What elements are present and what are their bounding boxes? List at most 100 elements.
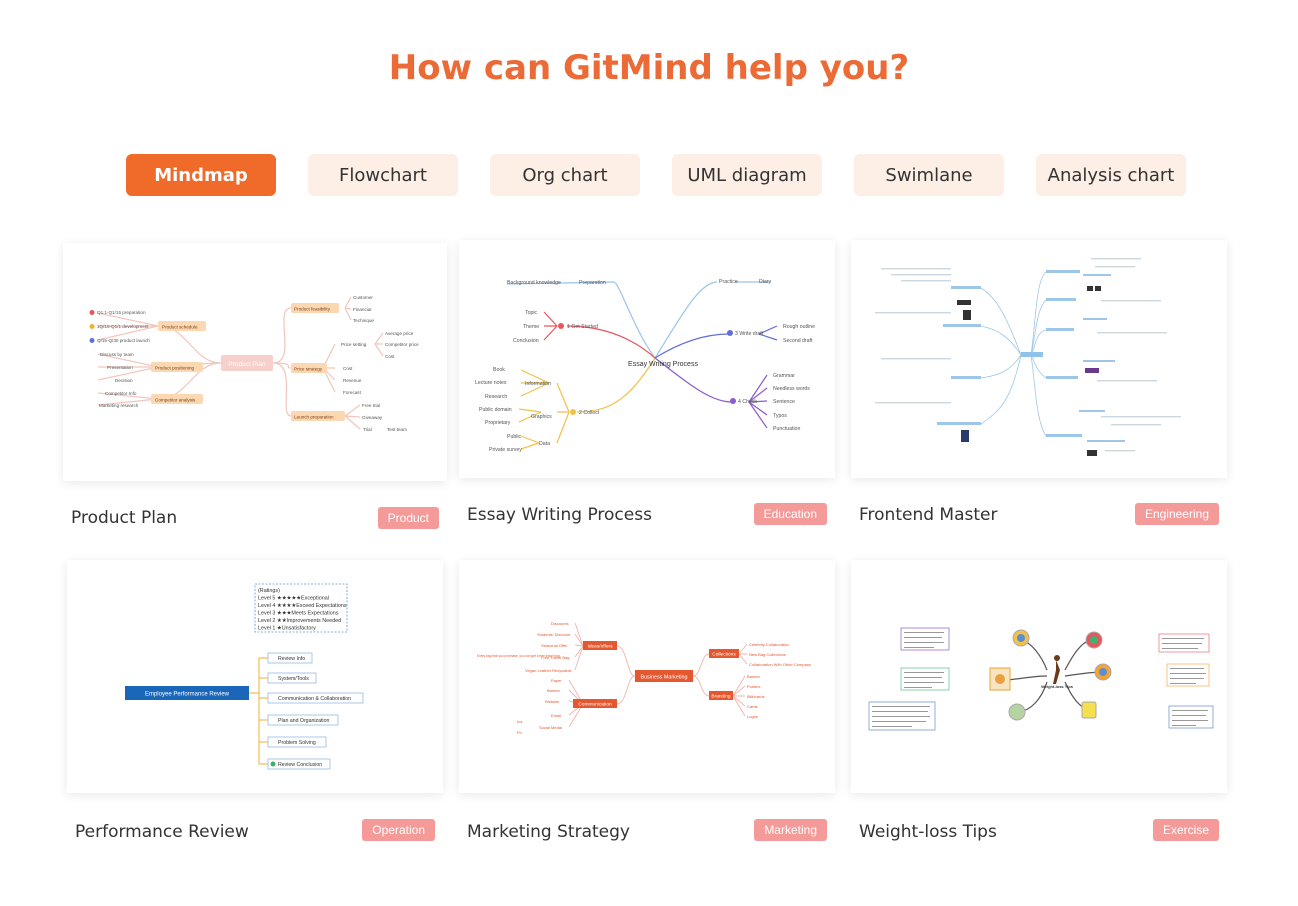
preview-leaf: Logos	[747, 714, 758, 719]
template-thumbnail[interactable]	[851, 240, 1227, 478]
preview-rating: Level 1 ★Unsatisfactory	[258, 626, 316, 632]
preview-leaf: Background knowledge	[507, 280, 561, 286]
preview-branch: Preparation	[579, 280, 606, 286]
preview-leaf: Financial	[353, 307, 371, 312]
template-thumbnail[interactable]: Business Marketing Ideas/offers Communic…	[459, 560, 835, 793]
preview-leaf: Public	[507, 434, 522, 440]
template-thumbnail[interactable]: (Ratings) Level 5 ★★★★★Exceptional Level…	[67, 560, 443, 793]
category-badge: Engineering	[1134, 503, 1219, 525]
preview-leaf: Punctuation	[773, 426, 801, 432]
preview-leaf: New Bag Collections	[749, 652, 786, 657]
preview-branch: 1 Get Started	[567, 324, 598, 330]
preview-center-node: Product Plan	[228, 361, 266, 368]
preview-leaf: Lecture notes	[475, 380, 507, 386]
product-plan-mindmap-preview: Product Plan Product schedule Product po…	[89, 295, 419, 432]
preview-leaf: Graphics	[531, 414, 552, 420]
preview-leaf: Competitor Info	[105, 391, 137, 396]
preview-leaf: Private survey	[489, 447, 522, 453]
tab-swimlane[interactable]: Swimlane	[854, 154, 1004, 196]
preview-branch: Ideas/offers	[588, 644, 614, 650]
preview-leaf: Discuss by team	[100, 352, 134, 357]
preview-leaf: Test team	[387, 427, 407, 432]
preview-leaf: Free Travel Bag	[541, 655, 569, 660]
preview-branch: Launch preparation	[294, 415, 334, 420]
preview-leaf: Q1.1-Q1/15 preparation	[97, 310, 146, 315]
preview-item: System/Tools	[278, 676, 309, 682]
preview-leaf: Research	[485, 394, 507, 400]
category-badge: Product	[377, 507, 439, 529]
preview-leaf: Average price	[385, 331, 414, 336]
preview-leaf: Seasonal Offer	[541, 643, 568, 648]
category-badge: Marketing	[754, 819, 827, 841]
template-name: Weight-loss Tips	[859, 822, 997, 842]
preview-branch: 2 Collect	[579, 410, 600, 416]
preview-item: Problem Solving	[278, 740, 316, 746]
preview-root-node: Employee Performance Review	[145, 692, 230, 698]
template-name: Essay Writing Process	[467, 505, 652, 525]
preview-leaf: Presentation	[107, 365, 133, 370]
preview-rating: Level 3 ★★★Meets Expectations	[258, 611, 339, 617]
preview-leaf: Sentence	[773, 399, 795, 405]
tab-org-chart[interactable]: Org chart	[490, 154, 640, 196]
preview-leaf: Proprietary	[485, 420, 511, 426]
preview-branch: Communication	[578, 702, 612, 708]
preview-rating: Level 4 ★★★★Exceed Expectations	[258, 603, 347, 609]
preview-leaf: Billboards	[747, 694, 765, 699]
preview-branch: Collections	[712, 652, 736, 658]
essay-mindmap-preview: Essay Writing Process Preparation Backgr…	[475, 279, 815, 453]
preview-leaf: Giveaway	[362, 415, 383, 420]
preview-center-node: Weight-loss Tips	[1041, 684, 1074, 689]
preview-branch: Branding	[711, 694, 731, 700]
preview-branch: 4 Check	[738, 399, 757, 405]
preview-leaf: Cost	[343, 366, 353, 371]
preview-leaf: Trial	[363, 427, 372, 432]
preview-leaf: Fb	[517, 730, 522, 735]
preview-leaf: Celebrity Collaboration	[749, 642, 789, 647]
preview-leaf: Competitor price	[385, 342, 419, 347]
template-thumbnail[interactable]: Product Plan Product schedule Product po…	[63, 243, 447, 481]
preview-leaf: Posters	[747, 684, 761, 689]
preview-leaf: Vegan Leather Recyclable	[525, 668, 572, 673]
preview-leaf: Free trial	[362, 403, 380, 408]
template-name: Product Plan	[71, 508, 178, 528]
performance-review-preview: (Ratings) Level 5 ★★★★★Exceptional Level…	[125, 583, 364, 770]
preview-leaf: Book	[493, 367, 505, 373]
preview-leaf: Email	[551, 713, 561, 718]
preview-leaf: Collaboration With Other Company	[749, 662, 811, 667]
preview-leaf: Website	[545, 699, 560, 704]
frontend-mindmap-preview	[875, 258, 1181, 456]
preview-leaf: Every bag that you purchase, you can get…	[477, 654, 560, 658]
preview-center-node: Essay Writing Process	[628, 361, 698, 368]
preview-leaf: Students' Discount	[537, 632, 571, 637]
template-name: Frontend Master	[859, 505, 998, 525]
category-badge: Exercise	[1152, 819, 1219, 841]
preview-leaf: 1Q/15-Q1/1 development	[97, 324, 149, 329]
category-badge: Education	[753, 503, 827, 525]
preview-leaf: Theme	[523, 324, 539, 330]
preview-leaf: Rough outline	[783, 324, 815, 330]
preview-branch: Price strategy	[294, 367, 323, 372]
preview-leaf: Topic	[525, 310, 538, 316]
marketing-mindmap-preview: Business Marketing Ideas/offers Communic…	[477, 621, 811, 735]
template-thumbnail[interactable]: Essay Writing Process Preparation Backgr…	[459, 240, 835, 478]
preview-item: Plan and Organization	[278, 718, 329, 724]
template-name: Marketing Strategy	[467, 822, 630, 842]
template-name: Performance Review	[75, 822, 249, 842]
preview-leaf: Information	[525, 381, 551, 387]
page-title: How can GitMind help you?	[388, 48, 910, 88]
preview-leaf: Price setting	[341, 342, 367, 347]
preview-leaf: Technique	[353, 318, 374, 323]
preview-leaf: Needless words	[773, 386, 810, 392]
tab-uml-diagram[interactable]: UML diagram	[672, 154, 822, 196]
preview-leaf: Revenue	[343, 378, 362, 383]
preview-leaf: Social Media	[539, 725, 563, 730]
tab-analysis-chart[interactable]: Analysis chart	[1036, 154, 1186, 196]
template-thumbnail[interactable]: Weight-loss Tips	[851, 560, 1227, 793]
preview-branch: Product positioning	[155, 366, 195, 371]
preview-rating: (Ratings)	[258, 588, 280, 594]
preview-branch: 3 Write draft	[735, 331, 764, 337]
tab-flowchart[interactable]: Flowchart	[308, 154, 458, 196]
preview-leaf: Paper	[551, 678, 562, 683]
preview-leaf: Marketing research	[99, 403, 139, 408]
tab-mindmap[interactable]: Mindmap	[126, 154, 276, 196]
